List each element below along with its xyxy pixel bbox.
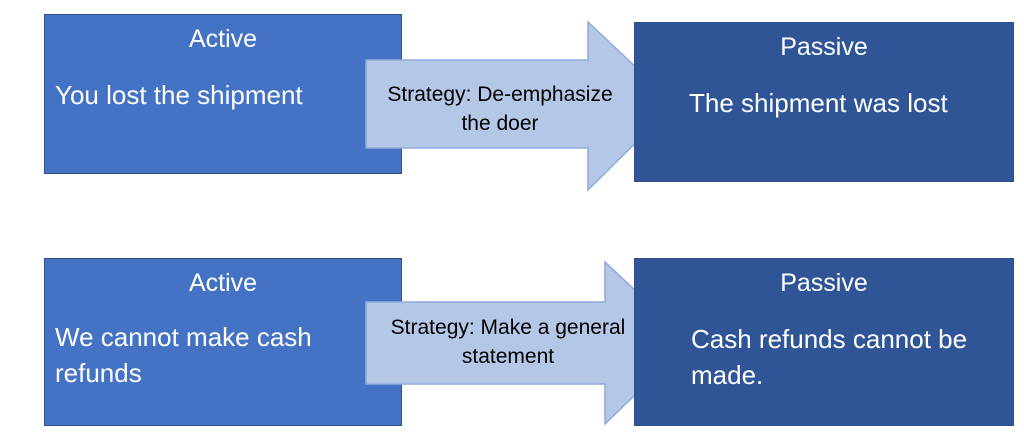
active-box-2: Active We cannot make cash refunds (44, 258, 402, 426)
passive-title-2: Passive (780, 269, 868, 297)
strategy-label-1: Strategy: De-emphasize the doer (387, 83, 613, 135)
active-box-1: Active You lost the shipment (44, 14, 402, 174)
passive-box-1: Passive The shipment was lost (634, 22, 1014, 182)
active-title-2: Active (188, 269, 258, 297)
strategy-label-2: Strategy: Make a general statement (390, 316, 626, 368)
passive-sentence-2: Cash refunds cannot be made. (691, 324, 968, 390)
passive-title-1: Passive (780, 33, 868, 61)
active-sentence-1: You lost the shipment (55, 80, 303, 110)
passive-box-2: Passive Cash refunds cannot be made. (634, 258, 1014, 426)
active-title-1: Active (188, 25, 258, 53)
active-sentence-2: We cannot make cash refunds (55, 322, 312, 388)
passive-sentence-1: The shipment was lost (689, 88, 948, 118)
